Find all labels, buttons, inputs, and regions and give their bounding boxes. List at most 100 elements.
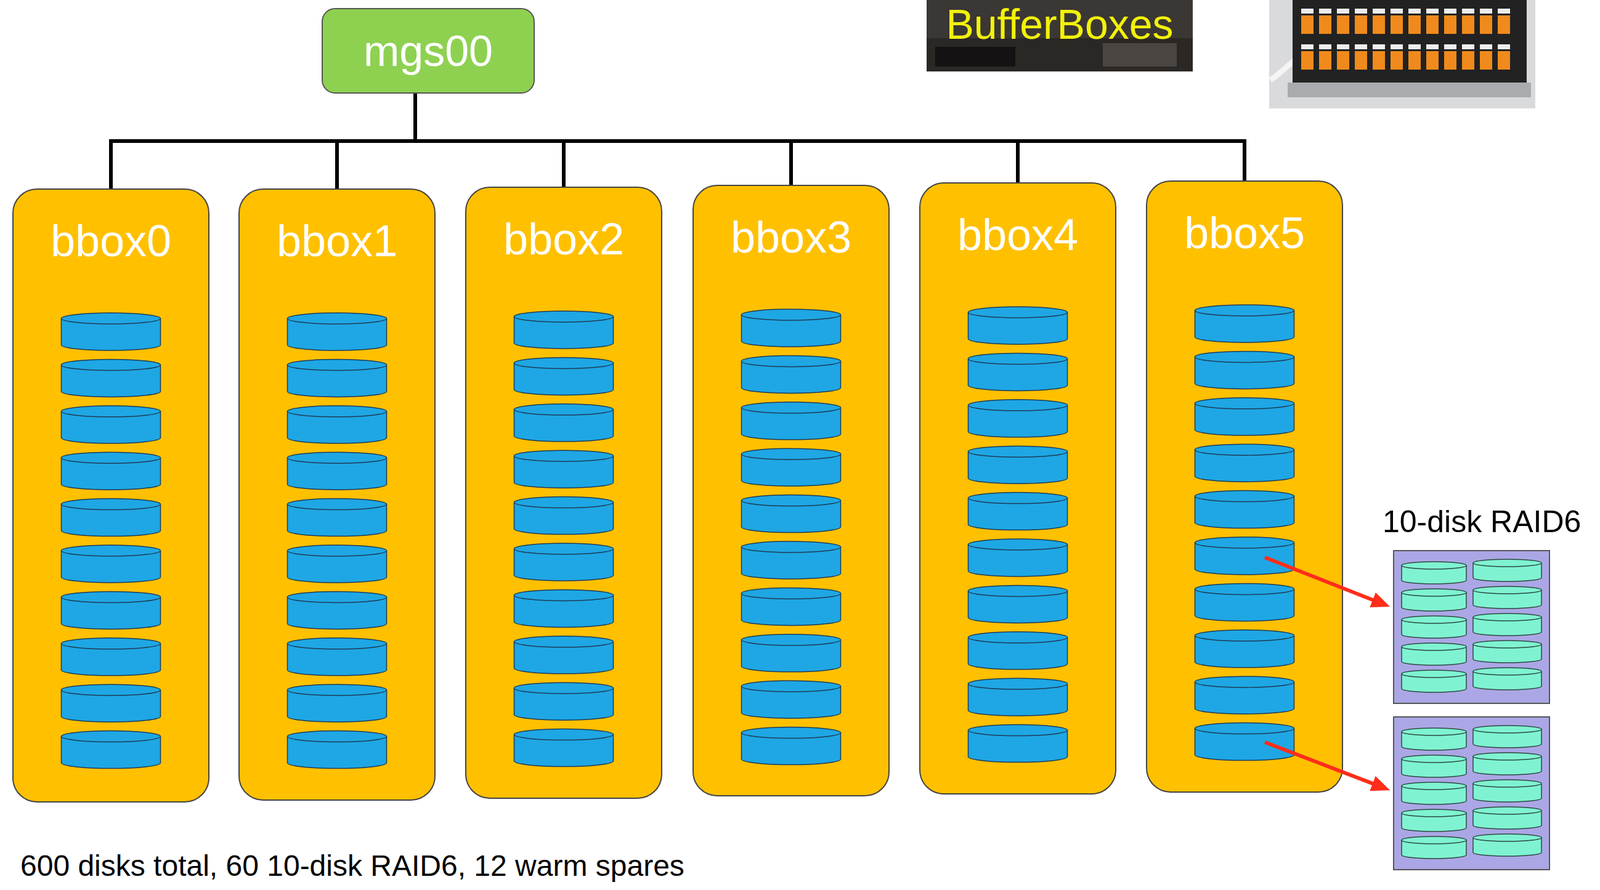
drive-label [1372, 44, 1385, 50]
drive-handle [1319, 51, 1332, 70]
disk-rim [1195, 496, 1295, 503]
bufferbox-panel: bbox4 [919, 182, 1117, 795]
disk-rim [968, 637, 1068, 644]
cable [1270, 59, 1297, 81]
disk-rim [968, 498, 1068, 504]
drive-handle [1372, 15, 1385, 34]
drive-label [1354, 44, 1368, 50]
drive-handle [1319, 15, 1332, 34]
server-chassis [1292, 0, 1527, 83]
disk-rim [1473, 671, 1542, 676]
tree-connector [415, 93, 1245, 181]
drive-handle [1444, 51, 1457, 70]
disk-symbol [741, 634, 841, 673]
photo-background [1269, 0, 1536, 109]
drive-label [1479, 44, 1493, 50]
disk-symbol [1195, 630, 1295, 668]
disk-symbol [287, 638, 387, 676]
disk-rim [1195, 310, 1295, 317]
disk-rim [1195, 728, 1295, 735]
disk-rim [1401, 592, 1467, 597]
disk-symbol [968, 399, 1068, 438]
drive-label [1444, 44, 1457, 50]
disk-rim [61, 504, 161, 511]
bufferbox-name: bbox0 [50, 214, 172, 268]
bufferbox-name: bbox3 [730, 210, 852, 264]
tree-connector [415, 93, 1018, 183]
disk-rim [287, 550, 387, 557]
disk-symbol [1401, 782, 1467, 805]
disk-symbol [1473, 807, 1542, 830]
disk-rim [287, 504, 387, 511]
disk-symbol [287, 499, 387, 537]
disk-rim [1401, 646, 1467, 651]
bufferbox-panel: bbox2 [465, 186, 663, 800]
drive-label [1408, 44, 1421, 50]
disk-symbol [1401, 588, 1467, 612]
disk-symbol [1195, 397, 1295, 436]
caption: 600 disks total, 60 10-disk RAID6, 12 wa… [20, 848, 685, 883]
disk-symbol [514, 497, 614, 535]
disk-symbol [1195, 723, 1295, 761]
bufferbox-panel: bbox1 [238, 188, 436, 801]
disk-symbol [61, 731, 161, 769]
drive-handle [1390, 15, 1403, 34]
drive-handle [1461, 15, 1475, 34]
disk-rim [1401, 619, 1467, 624]
disk-rim [1473, 563, 1542, 567]
drive-label [1390, 8, 1403, 14]
drive-label [1497, 44, 1511, 50]
disk-symbol [287, 359, 387, 397]
drive-handle [1426, 15, 1439, 34]
disk-rim [1401, 840, 1467, 845]
disk-symbol [741, 402, 841, 440]
drive-label [1301, 8, 1314, 14]
bufferbox-name: bbox5 [1184, 206, 1305, 260]
server-base [1287, 82, 1531, 98]
disk-rim [1195, 542, 1295, 549]
server-name: mgs00 [363, 25, 493, 78]
disk-symbol [1401, 670, 1467, 693]
disk-symbol [1195, 583, 1295, 622]
drive-handle [1336, 51, 1350, 70]
disk-symbol [1473, 779, 1542, 803]
disk-symbol [1401, 728, 1467, 751]
disk-symbol [1195, 351, 1295, 389]
disk-rim [1401, 565, 1467, 570]
disk-rim [741, 593, 841, 599]
drive-label [1408, 8, 1421, 14]
disk-symbol [61, 406, 161, 444]
disk-rim [514, 548, 614, 555]
disk-rim [514, 688, 614, 694]
disk-symbol [514, 450, 614, 488]
arrow-head [1369, 776, 1390, 792]
disk-rim [514, 641, 614, 648]
disk-rim [1473, 644, 1542, 649]
disk-symbol [741, 727, 841, 766]
disk-symbol [287, 684, 387, 723]
disk-rim [1473, 756, 1542, 761]
disk-symbol [514, 729, 614, 768]
photo-background [926, 0, 1193, 72]
disk-rim [1401, 786, 1467, 790]
disk-rim [1473, 783, 1542, 788]
disk-symbol [1195, 491, 1295, 529]
drive-handle [1497, 15, 1511, 34]
disk-rim [1401, 813, 1467, 817]
raid-label: 10-disk RAID6 [1382, 504, 1581, 541]
bufferbox-panel: bbox3 [692, 184, 890, 797]
drive-label [1444, 8, 1457, 14]
disk-symbol [514, 543, 614, 581]
drive-label [1461, 8, 1475, 14]
disk-rim [1195, 449, 1295, 456]
raid-group [1393, 717, 1550, 870]
disk-rim [287, 364, 387, 371]
drive-handle [1461, 51, 1475, 70]
disk-symbol [514, 357, 614, 395]
disk-rim [1401, 759, 1467, 763]
disk-symbol [1473, 640, 1542, 663]
disk-rim [968, 544, 1068, 551]
disk-rim [287, 643, 387, 650]
disk-symbol [287, 312, 387, 351]
disk-symbol [741, 680, 841, 719]
